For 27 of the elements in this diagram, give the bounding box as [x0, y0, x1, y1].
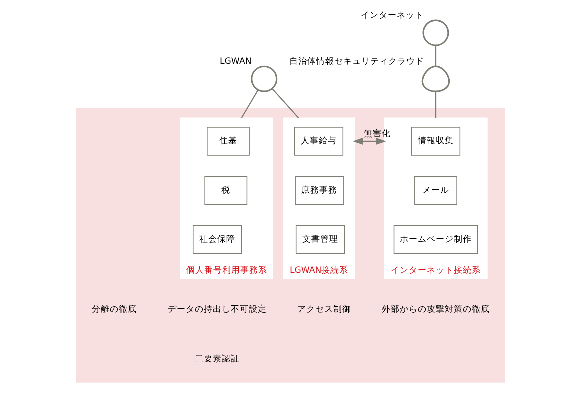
connector — [434, 92, 436, 118]
edge-label: 無害化 — [363, 128, 390, 139]
label: アクセス制御 — [296, 304, 351, 314]
cluster — [75, 108, 505, 383]
node-label: インターネット — [360, 11, 424, 22]
node-box: 税 — [204, 176, 248, 206]
label: 二要素認証 — [194, 353, 240, 364]
connector — [240, 90, 258, 118]
node-box: 庶務事務 — [294, 176, 344, 206]
node-circle — [250, 66, 278, 92]
node-box: ホームページ制作 — [393, 225, 478, 254]
node-box: 情報収集 — [410, 127, 460, 156]
node-label: 自治体情報セキュリティクラウド — [288, 57, 424, 68]
node-circle — [422, 20, 449, 46]
label: 外部からの攻撃対策の徹底 — [381, 304, 490, 314]
connector — [271, 88, 299, 118]
node-box: 文書管理 — [295, 225, 345, 254]
arrow — [352, 138, 386, 146]
connector — [434, 46, 436, 66]
node-cloud — [421, 66, 450, 92]
label: データの持出し不可設定 — [168, 304, 267, 314]
node-box: 社会保障 — [192, 225, 242, 254]
node-box: 住基 — [206, 127, 250, 156]
node-box: 人事給与 — [294, 127, 344, 156]
node-label: LGWAN — [220, 57, 252, 68]
node-box: メール — [414, 176, 457, 206]
label: 分離の徹底 — [92, 304, 137, 314]
